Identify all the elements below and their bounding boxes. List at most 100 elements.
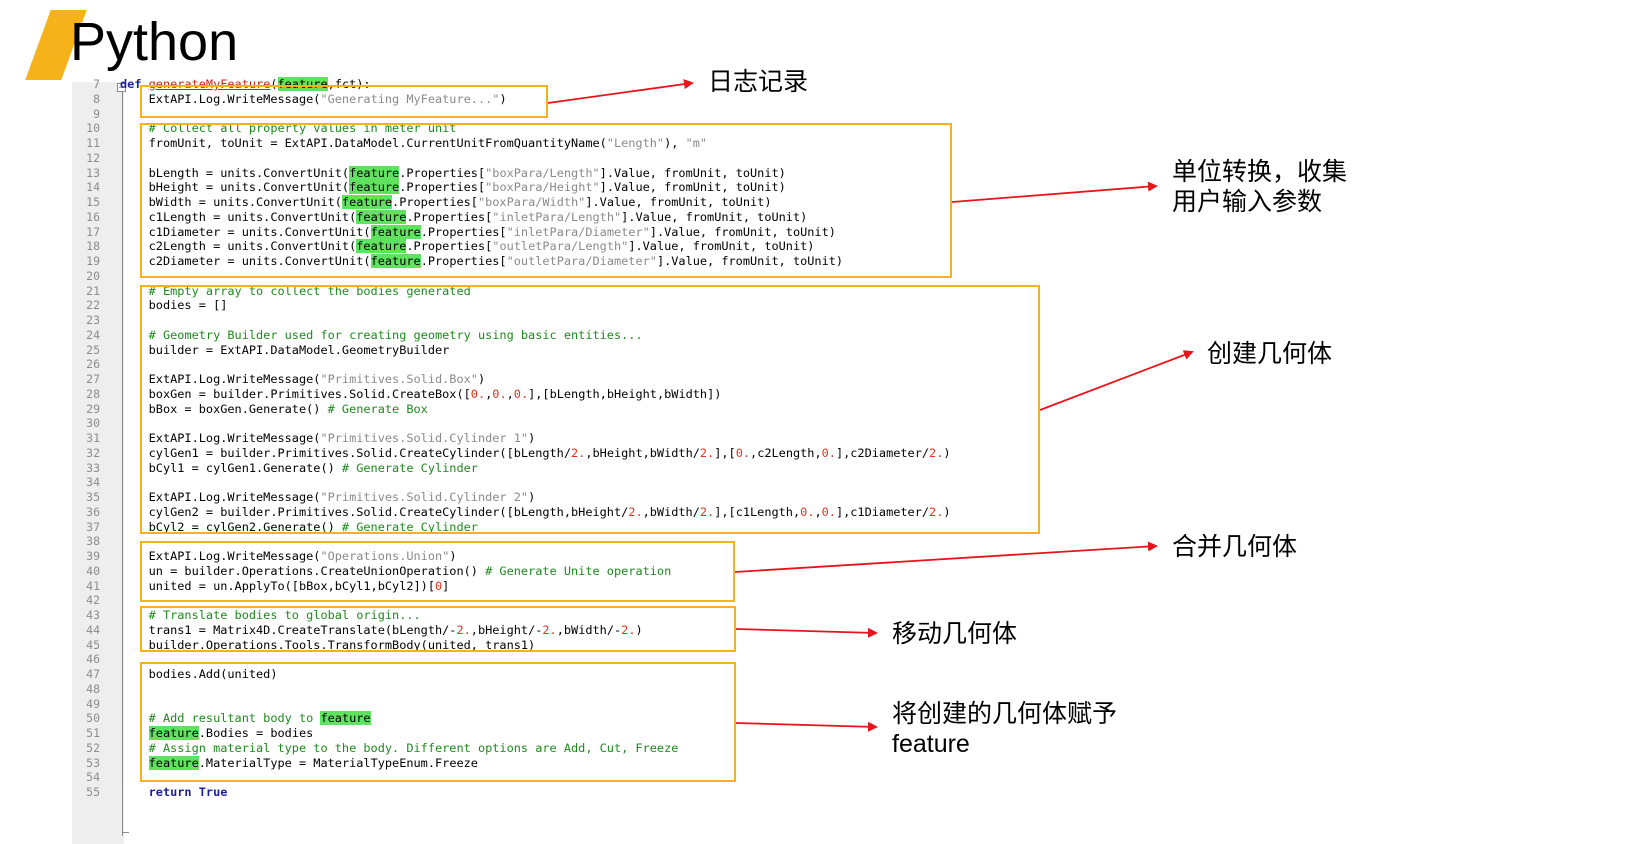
code-token: .Properties[ [406, 209, 493, 224]
code-line[interactable]: fromUnit, toUnit = ExtAPI.DataModel.Curr… [120, 136, 707, 152]
code-line[interactable]: ExtAPI.Log.WriteMessage("Operations.Unio… [120, 549, 457, 565]
code-token: ) [477, 372, 486, 386]
code-line[interactable]: # Geometry Builder used for creating geo… [120, 328, 643, 344]
code-line[interactable]: bBox = boxGen.Generate() # Generate Box [120, 402, 428, 418]
code-line[interactable]: ExtAPI.Log.WriteMessage("Generating MyFe… [120, 92, 507, 108]
code-token: ( [270, 77, 278, 91]
code-line[interactable]: builder = ExtAPI.DataModel.GeometryBuild… [120, 342, 450, 359]
code-token: builder = ExtAPI.DataModel.GeometryBuild… [120, 342, 450, 357]
fold-collapse-icon[interactable]: − [117, 83, 126, 93]
code-token: # Translate bodies to global origin... [120, 608, 421, 622]
code-line[interactable]: bLength = units.ConvertUnit(feature.Prop… [120, 165, 786, 182]
code-line[interactable]: ExtAPI.Log.WriteMessage("Primitives.Soli… [120, 431, 536, 447]
code-token: feature [349, 180, 400, 195]
line-number: 7 [93, 77, 100, 91]
box-logging [140, 85, 548, 118]
code-token: bodies = [] [120, 298, 228, 313]
line-number: 31 [86, 431, 100, 445]
code-line[interactable]: feature.MaterialType = MaterialTypeEnum.… [120, 755, 478, 772]
code-line[interactable]: def generateMyFeature(feature,fct): [120, 77, 371, 93]
code-token: un = builder.Operations.CreateUnionOpera… [120, 563, 486, 578]
code-line[interactable]: # Translate bodies to global origin... [120, 608, 421, 624]
code-token: ) [943, 504, 951, 519]
code-line[interactable]: bCyl1 = cylGen1.Generate() # Generate Cy… [120, 461, 478, 477]
line-number: 38 [86, 534, 100, 549]
code-token: ,fct): [327, 77, 371, 91]
code-token: return True [120, 785, 228, 799]
code-line[interactable]: # Add resultant body to feature [120, 711, 371, 727]
code-line[interactable]: boxGen = builder.Primitives.Solid.Create… [120, 386, 722, 403]
code-token: feature [277, 77, 328, 91]
arrow-move-geometry [735, 627, 878, 638]
code-token: "m" [685, 136, 708, 150]
code-token: 2. [929, 504, 944, 519]
code-token: "Generating MyFeature..." [320, 91, 500, 106]
line-number: 54 [86, 770, 100, 785]
code-token: bLength = units.ConvertUnit( [120, 165, 350, 180]
code-token: 0 [435, 578, 443, 593]
code-line[interactable]: trans1 = Matrix4D.CreateTranslate(bLengt… [120, 623, 643, 639]
annotation-logging: 日志记录 [708, 68, 809, 96]
code-token: # Generate Unite operation [485, 563, 672, 578]
code-token: ,bHeight/- [470, 622, 543, 637]
code-line[interactable]: un = builder.Operations.CreateUnionOpera… [120, 563, 672, 580]
code-token: 2. [621, 622, 636, 637]
code-token: ],[ [714, 445, 736, 460]
code-token: "Length" [606, 136, 665, 150]
code-line[interactable]: bodies = [] [120, 298, 228, 314]
code-line[interactable]: united = un.ApplyTo([bBox,bCyl1,bCyl2])[… [120, 578, 450, 595]
code-line[interactable]: ExtAPI.Log.WriteMessage("Primitives.Soli… [120, 490, 536, 506]
code-line[interactable]: return True [120, 785, 228, 801]
code-token: # Generate Cylinder [341, 519, 478, 534]
code-line[interactable]: ExtAPI.Log.WriteMessage("Primitives.Soli… [120, 372, 486, 388]
box-move-geometry [140, 606, 736, 652]
code-line[interactable]: bodies.Add(united) [120, 667, 278, 683]
code-token: 2. [542, 622, 557, 637]
code-line[interactable]: c2Diameter = units.ConvertUnit(feature.P… [120, 254, 843, 270]
code-token: ].Value, fromUnit, toUnit) [656, 254, 844, 268]
code-line[interactable]: bHeight = units.ConvertUnit(feature.Prop… [120, 180, 786, 196]
code-token: trans1 = Matrix4D.CreateTranslate(bLengt… [120, 622, 457, 637]
line-number: 37 [86, 519, 100, 534]
code-line[interactable]: c1Diameter = units.ConvertUnit(feature.P… [120, 224, 836, 241]
code-line[interactable]: cylGen1 = builder.Primitives.Solid.Creat… [120, 446, 951, 462]
code-token: bWidth = units.ConvertUnit( [120, 195, 342, 209]
code-token: cylGen1 = builder.Primitives.Solid.Creat… [120, 445, 572, 460]
line-number: 26 [86, 357, 100, 372]
code-token: bHeight = units.ConvertUnit( [120, 180, 350, 195]
code-token: 0. [735, 445, 751, 460]
code-line[interactable]: bWidth = units.ConvertUnit(feature.Prope… [120, 195, 771, 211]
annotation-assign-feature-line2: feature [892, 730, 970, 758]
line-number: 24 [86, 327, 100, 342]
code-token: bCyl2 = cylGen2.Generate() [120, 519, 342, 534]
page-title: Python [70, 12, 239, 72]
line-number: 44 [86, 622, 100, 637]
code-line[interactable]: cylGen2 = builder.Primitives.Solid.Creat… [120, 505, 951, 521]
line-number: 47 [86, 667, 100, 681]
code-line[interactable]: c2Length = units.ConvertUnit(feature.Pro… [120, 239, 814, 255]
code-token: 0. [513, 386, 529, 401]
code-token: feature [341, 195, 393, 209]
code-line[interactable]: feature.Bodies = bodies [120, 726, 313, 742]
line-number: 18 [86, 239, 100, 254]
code-token: c1Length = units.ConvertUnit( [120, 209, 357, 224]
line-number: 20 [86, 268, 100, 283]
code-token: bBox = boxGen.Generate() [120, 401, 328, 416]
line-number: 17 [86, 224, 100, 239]
code-line[interactable]: c1Length = units.ConvertUnit(feature.Pro… [120, 209, 807, 226]
code-line[interactable]: bCyl2 = cylGen2.Generate() # Generate Cy… [120, 520, 478, 536]
code-token: "inletPara/Diameter" [506, 224, 650, 239]
line-number: 12 [86, 150, 100, 165]
arrow-logging [547, 79, 694, 104]
code-token: # Generate Box [327, 401, 428, 416]
line-number: 39 [86, 549, 100, 563]
code-line[interactable]: # Empty array to collect the bodies gene… [120, 284, 471, 300]
code-token: ExtAPI.Log.WriteMessage( [120, 490, 321, 504]
arrow-create-geometry [1039, 350, 1194, 411]
code-line[interactable]: # Assign material type to the body. Diff… [120, 741, 679, 757]
arrow-assign-feature [735, 721, 878, 732]
code-token: "boxPara/Height" [485, 180, 600, 195]
code-line[interactable]: builder.Operations.Tools.TransformBody(u… [120, 638, 536, 654]
code-token: feature [370, 254, 421, 268]
line-number: 35 [86, 490, 100, 504]
